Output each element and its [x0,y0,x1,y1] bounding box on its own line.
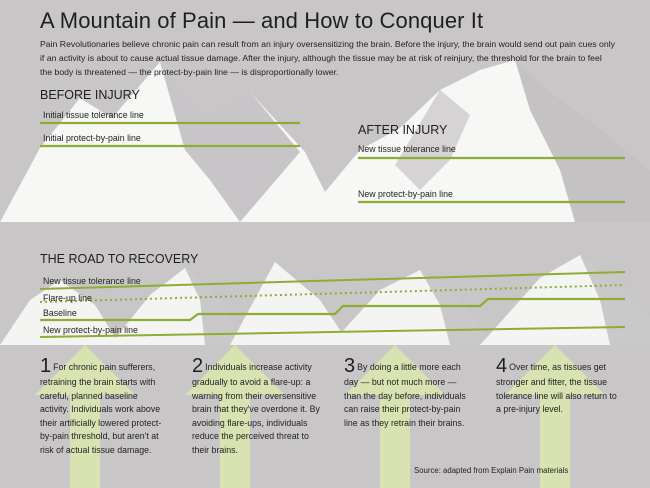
mountain-mid-2-shadow [185,268,240,345]
before-heading: BEFORE INJURY [40,88,140,102]
mountain-right-shadow [515,60,650,222]
arrow-step-1 [35,345,135,488]
arrow-step-2 [185,345,285,488]
progress-arrows [35,345,605,488]
step-2-text: Individuals increase activity gradually … [192,362,320,455]
mountain-mid-1 [0,280,120,345]
recovery-flareup-label: Flare-up line [43,293,92,303]
before-tissue-label: Initial tissue tolerance line [43,110,144,120]
step-3-text: By doing a little more each day — but no… [344,362,466,428]
step-1-number: 1 [40,355,52,377]
step-4-number: 4 [496,355,508,377]
recovery-tissue-line [39,271,626,290]
after-protect-label: New protect-by-pain line [358,189,453,199]
mountain-mid-3 [230,262,350,345]
after-heading: AFTER INJURY [358,123,448,137]
step-2-number: 2 [192,355,204,377]
lower-mountain-range [0,255,650,345]
mountain-mid-4-shadow [420,270,490,345]
after-tissue-label: New tissue tolerance line [358,144,456,154]
recovery-tissue-label: New tissue tolerance line [43,276,141,286]
upper-mountain-range [0,60,650,222]
step-1-text: For chronic pain sufferers, retraining t… [40,362,162,455]
before-protect-label: Initial protect-by-pain line [43,133,141,143]
recovery-baseline-label: Baseline [43,308,77,318]
recovery-heading: THE ROAD TO RECOVERY [40,252,199,266]
mountain-right-ridge [395,90,470,190]
intro-paragraph: Pain Revolutionaries believe chronic pai… [40,39,615,77]
mountain-left-shadow [160,62,300,222]
page-title: A Mountain of Pain — and How to Conquer … [40,8,484,33]
recovery-protect-line [39,326,626,338]
step-4-text: Over time, as tissues get stronger and f… [496,362,617,415]
source-credit: Source: adapted from Explain Pain materi… [414,466,569,475]
recovery-baseline [40,297,625,322]
arrow-step-3 [345,345,445,488]
arrow-step-4 [505,345,605,488]
recovery-protect-label: New protect-by-pain line [43,325,138,335]
step-3-number: 3 [344,355,356,377]
